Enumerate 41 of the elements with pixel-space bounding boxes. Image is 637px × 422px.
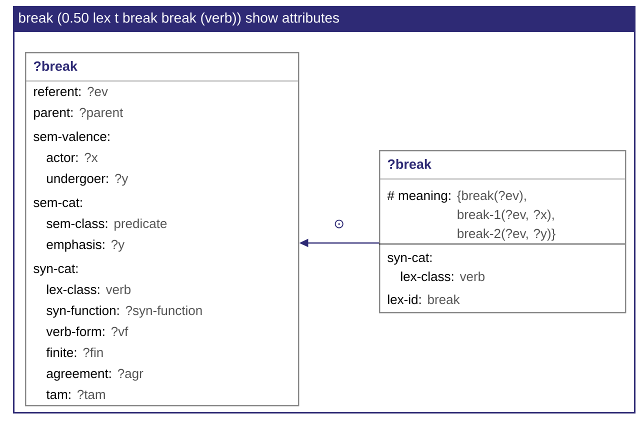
- window-title: break (0.50 lex t break break (verb)) show attributes: [19, 12, 339, 26]
- feature-name: sem-class:: [46, 218, 108, 228]
- feature-name: emphasis:: [46, 240, 104, 252]
- feature-name: lex-id:: [388, 294, 421, 304]
- feature-box: [24, 52, 300, 406]
- edge-label: ⊙: [334, 220, 344, 228]
- feature-value: {break(?ev), break-1(?ev, ?x), break-2(?ev, ?y)}: [457, 190, 556, 241]
- feature-value: ?x: [84, 152, 98, 162]
- feature-value: verb: [106, 284, 131, 294]
- feature-name: sem-valence:: [34, 132, 110, 142]
- feature-name: syn-function:: [46, 306, 119, 318]
- feature-name: lex-class:: [47, 284, 100, 294]
- feature-box: [378, 150, 626, 314]
- feature-name: sem-cat:: [34, 198, 82, 208]
- feature-name: agreement:: [46, 370, 111, 381]
- feature-value: ?fin: [83, 348, 103, 357]
- feature-name: actor:: [46, 154, 78, 162]
- box-heading: ?break: [34, 61, 78, 71]
- feature-value: break: [428, 294, 460, 304]
- feature-name: finite:: [46, 348, 76, 358]
- feature-name: syn-cat:: [34, 264, 78, 276]
- feature-name: # meaning:: [387, 190, 450, 203]
- feature-name: lex-class:: [401, 272, 454, 282]
- feature-value: verb: [460, 272, 485, 282]
- feature-name: syn-cat:: [388, 254, 432, 265]
- feature-value: ?y: [111, 240, 125, 252]
- feature-name: undergoer:: [47, 174, 108, 186]
- feature-value: ?ev: [88, 86, 108, 96]
- feature-name: referent:: [34, 86, 80, 96]
- feature-value: ?vf: [111, 326, 128, 336]
- feature-value: ?syn-function: [126, 306, 202, 318]
- feature-name: verb-form:: [46, 326, 104, 336]
- feature-value: predicate: [114, 218, 167, 231]
- feature-value: ?y: [115, 174, 128, 186]
- window-panel: [13, 6, 636, 414]
- box-heading: ?break: [388, 159, 432, 169]
- feature-name: tam:: [46, 390, 70, 400]
- feature-name: parent:: [34, 108, 72, 120]
- feature-value: ?parent: [80, 108, 124, 120]
- feature-value: ?tam: [77, 390, 105, 400]
- feature-value: ?agr: [118, 368, 144, 381]
